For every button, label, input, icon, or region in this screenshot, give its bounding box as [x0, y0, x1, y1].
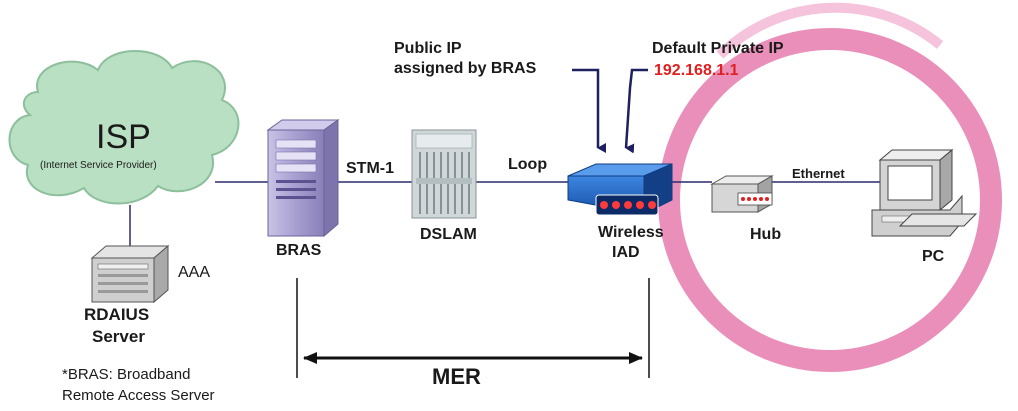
hub-label: Hub	[750, 226, 782, 243]
mer-span	[296, 278, 650, 378]
aaa-server-icon	[90, 244, 170, 304]
footnote-line1: *BRAS: Broadband	[62, 366, 191, 383]
ethernet-link-label: Ethernet	[792, 166, 845, 181]
pc-label: PC	[922, 248, 945, 265]
isp-title: ISP	[96, 118, 151, 156]
mer-label: MER	[432, 364, 481, 389]
public-ip-label-line2: assigned by BRAS	[394, 60, 537, 77]
dslam-icon	[411, 129, 477, 219]
loop-link-label: Loop	[508, 156, 548, 173]
wireless-iad-icon	[567, 163, 673, 216]
stm-1-link-label: STM-1	[346, 160, 394, 177]
isp-subtitle: (Internet Service Provider)	[40, 160, 157, 171]
radius-server-label-line1: RDAIUS	[84, 305, 150, 324]
dslam-label: DSLAM	[420, 226, 477, 243]
annotation-arrows	[572, 68, 648, 154]
connection-lines	[129, 181, 880, 250]
bras-server-icon	[266, 119, 340, 238]
public-ip-label-line1: Public IP	[394, 40, 462, 57]
default-private-ip-label: Default Private IP	[652, 40, 784, 57]
wireless-iad-label-line2: IAD	[612, 244, 640, 261]
hub-icon	[710, 175, 774, 213]
private-ip-value: 192.168.1.1	[654, 62, 739, 79]
radius-server-label-line2: Server	[92, 327, 145, 346]
footnote-line2: Remote Access Server	[62, 387, 215, 404]
aaa-label: AAA	[178, 264, 211, 281]
isp-cloud-icon	[8, 50, 240, 205]
bras-label: BRAS	[276, 242, 322, 259]
pc-icon	[871, 148, 978, 237]
wireless-iad-label-line1: Wireless	[598, 224, 664, 241]
